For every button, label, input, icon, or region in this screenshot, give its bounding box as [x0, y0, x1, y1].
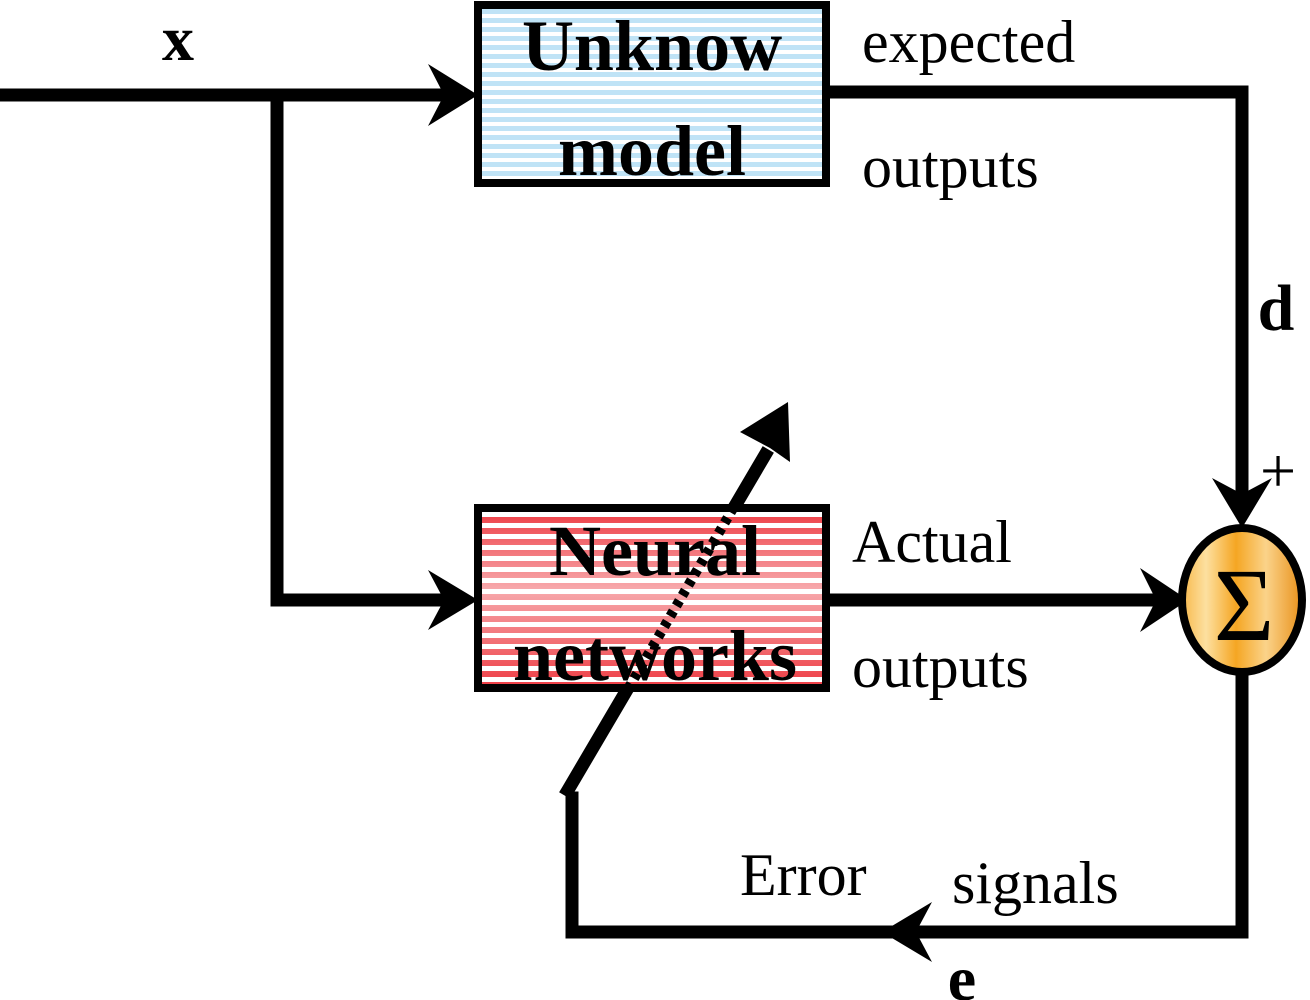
error-signals-word2: signals — [952, 850, 1119, 916]
arrowhead-error-feedback — [882, 902, 932, 962]
error-feedback-line — [565, 661, 1249, 939]
arrowhead-to-summation-top — [1212, 478, 1272, 528]
input-branch-line — [270, 88, 457, 607]
expected-outputs-line2: outputs — [862, 134, 1039, 200]
unknown-model-label-line2: model — [558, 111, 746, 191]
error-label-e: e — [948, 943, 976, 1000]
expected-outputs-line1: expected — [862, 9, 1075, 75]
unknown-model-label-line1: Unknow — [522, 6, 782, 86]
adaptation-line-inner — [605, 502, 740, 723]
actual-outputs-line1: Actual — [852, 509, 1012, 575]
error-signals-word1: Error — [740, 842, 867, 908]
desired-output-line — [821, 85, 1249, 507]
arrowheads — [428, 64, 1272, 962]
summation-symbol: Σ — [1214, 548, 1275, 663]
actual-outputs-line2: outputs — [852, 634, 1029, 700]
arrowhead-to-unknown-model — [428, 64, 478, 126]
summation-node: Σ — [1178, 524, 1306, 676]
arrowhead-adaptation — [740, 402, 790, 462]
arrowhead-to-neural-networks — [428, 570, 478, 630]
desired-label-d: d — [1258, 272, 1295, 345]
neural-networks-label-line1: Neural — [549, 511, 761, 591]
input-label-x: x — [162, 3, 194, 74]
arrowhead-to-summation-left — [1140, 568, 1188, 632]
neural-networks-label-line2: networks — [513, 616, 797, 696]
neural-networks-box: Neural networks — [474, 502, 830, 723]
plus-sign: + — [1260, 435, 1296, 506]
unknown-model-box: Unknow model — [474, 1, 830, 191]
